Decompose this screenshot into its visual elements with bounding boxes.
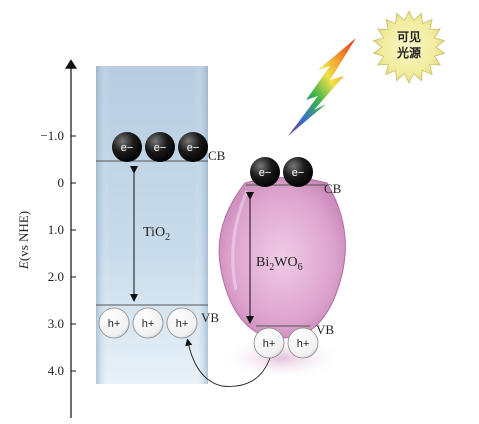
axis-tick-label: 0 — [58, 175, 65, 190]
electron-label: e− — [154, 142, 167, 154]
hole-label: h+ — [108, 318, 121, 330]
hole-label: h+ — [297, 338, 310, 350]
sun-icon — [372, 10, 446, 84]
bi2wo6-label: Bi2WO6 — [256, 255, 303, 273]
hole-label: h+ — [142, 318, 155, 330]
electron — [145, 132, 175, 162]
electron — [178, 132, 208, 162]
bi2wo6-block: Bi2WO6 CB VB e− e− h+ h+ — [218, 157, 346, 380]
tio2-vb-label: VB — [201, 310, 219, 325]
hole-transfer-arrow — [185, 338, 271, 387]
axis-ticks: −1.0 0 1.0 2.0 3.0 4.0 — [40, 128, 76, 378]
light-source-badge: 可见 光源 — [372, 10, 446, 84]
tio2-block: TiO2 CB VB e− e− e− h+ h+ h+ — [96, 66, 226, 384]
tio2-electrons: e− e− e− — [112, 132, 208, 162]
tio2-label: TiO2 — [143, 225, 170, 243]
electron — [283, 157, 313, 187]
bi2wo6-vb-label: VB — [316, 322, 334, 337]
electron-label: e− — [121, 142, 134, 154]
badge-line1: 可见 — [397, 30, 421, 44]
axis-tick-label: 3.0 — [48, 316, 64, 331]
hole — [253, 327, 285, 359]
electron-label: e− — [259, 167, 272, 179]
axis-tick-label: 2.0 — [48, 269, 64, 284]
light-bolt-icon — [288, 38, 356, 136]
hole — [132, 307, 164, 339]
hole — [98, 307, 130, 339]
axis-label: E(vs NHE) — [16, 211, 31, 270]
axis-tick-label: 1.0 — [48, 222, 64, 237]
badge-line2: 光源 — [396, 45, 421, 60]
electron — [112, 132, 142, 162]
hole-label: h+ — [263, 338, 276, 350]
tio2-holes: h+ h+ h+ — [98, 307, 198, 339]
electron-label: e− — [187, 142, 200, 154]
electron — [250, 157, 280, 187]
bi2wo6-electrons: e− e− — [250, 157, 313, 187]
hole — [287, 327, 319, 359]
axis-tick-label: −1.0 — [40, 128, 64, 143]
hole-label: h+ — [176, 318, 189, 330]
hole — [166, 307, 198, 339]
tio2-cb-label: CB — [208, 148, 226, 163]
electron-label: e− — [292, 167, 305, 179]
bi2wo6-highlight — [231, 190, 249, 291]
energy-axis: −1.0 0 1.0 2.0 3.0 4.0 E(vs NHE) — [16, 59, 77, 418]
axis-tick-label: 4.0 — [48, 363, 64, 378]
bi2wo6-holes: h+ h+ — [253, 327, 319, 359]
bi2wo6-cb-label: CB — [324, 181, 342, 196]
